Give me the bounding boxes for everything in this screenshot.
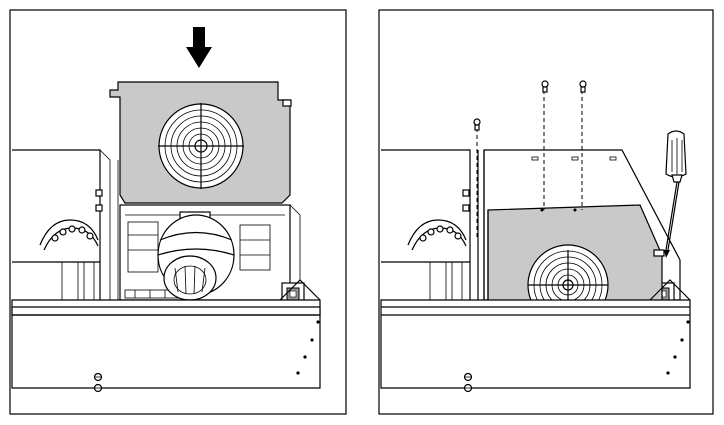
fan-duct [109,81,292,204]
chassis-front-left [11,279,321,393]
screw-guides [473,80,587,240]
screw-icon [463,372,473,393]
arrow-down-icon [186,27,212,68]
fan-icon [158,103,244,189]
screw-icon [473,80,587,131]
screwdriver-icon [664,130,687,258]
right-panel [378,9,714,415]
blower-fan [157,211,235,301]
screw-icon [93,372,103,393]
chassis-front-right [380,279,691,393]
left-panel [9,9,347,415]
